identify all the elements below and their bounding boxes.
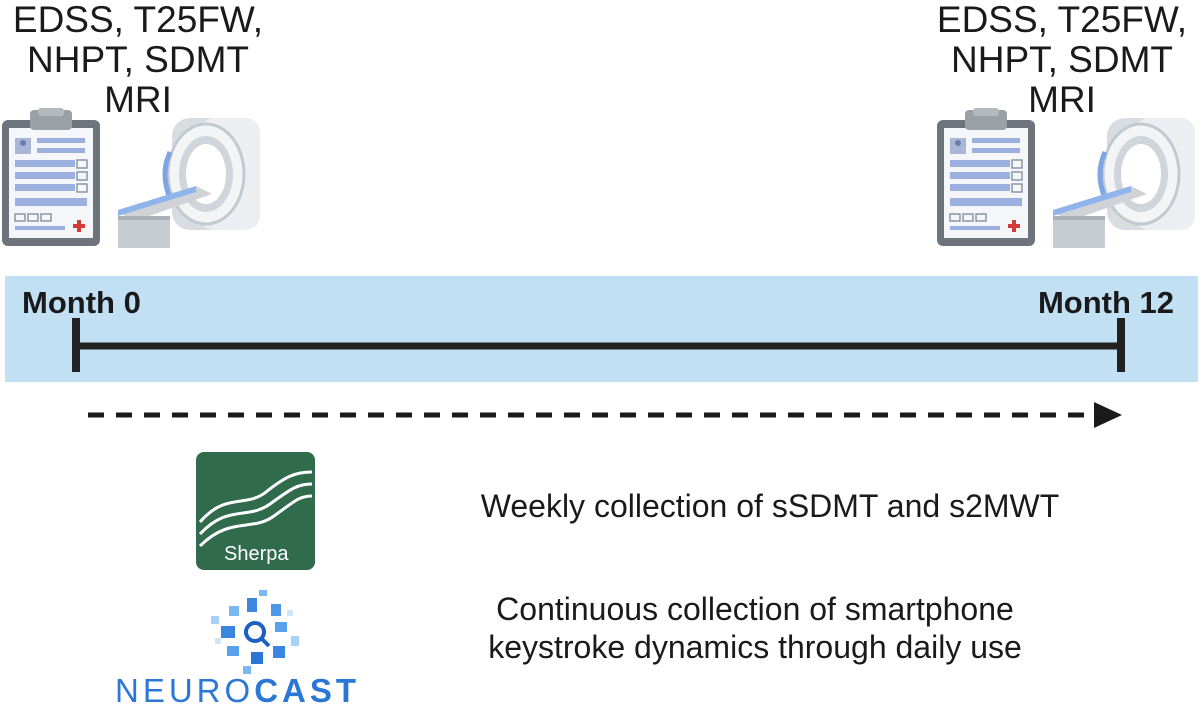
neurocast-wordmark-thin: NEURO (115, 672, 255, 709)
sherpa-description: Weekly collection of sSDMT and s2MWT (480, 488, 1060, 524)
mri-scanner-icon (1053, 118, 1195, 248)
neurocast-description-line-1: Continuous collection of smartphone (496, 591, 1014, 627)
sherpa-logo: Sherpa (196, 452, 315, 570)
followup-assessments: EDSS, T25FW, NHPT, SDMT MRI (924, 0, 1200, 120)
arrow-head-icon (1094, 402, 1122, 428)
neurocast-logo (211, 590, 299, 674)
assessment-line-3: MRI (1028, 79, 1096, 120)
neurocast-description-line-2: keystroke dynamics through daily use (488, 629, 1022, 665)
month-end-label: Month 12 (1037, 285, 1174, 320)
neurocast-wordmark: NEUROCAST (115, 672, 360, 710)
baseline-icons (2, 108, 260, 248)
assessment-line-2: NHPT, SDMT (951, 39, 1173, 80)
neurocast-wordmark-bold: CAST (254, 672, 361, 709)
timeline-band (5, 276, 1198, 382)
followup-icons (937, 108, 1195, 248)
clipboard-icon (2, 108, 100, 246)
assessment-line-2: NHPT, SDMT (27, 39, 249, 80)
month-start-label: Month 0 (22, 285, 141, 320)
sherpa-logo-text: Sherpa (224, 543, 289, 565)
clipboard-icon (937, 108, 1035, 246)
assessment-line-1: EDSS, T25FW, (936, 0, 1188, 40)
baseline-assessments: EDSS, T25FW, NHPT, SDMT MRI (0, 0, 276, 120)
neurocast-description: Continuous collection of smartphone keys… (400, 590, 1110, 666)
assessment-line-1: EDSS, T25FW, (12, 0, 264, 40)
assessment-line-3: MRI (104, 79, 172, 120)
mri-scanner-icon (118, 118, 260, 248)
